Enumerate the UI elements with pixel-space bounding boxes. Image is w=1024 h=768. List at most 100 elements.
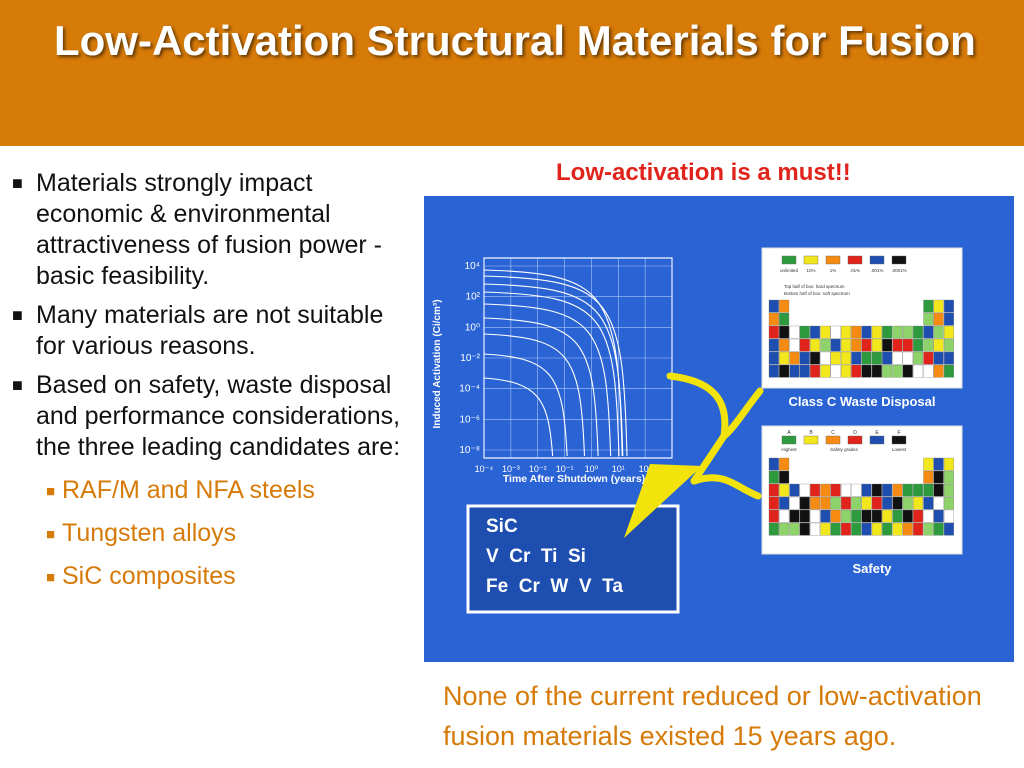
x-tick-label: 10¹ (612, 464, 625, 474)
element-cell (779, 338, 790, 352)
legend-label: A (787, 430, 791, 436)
element-cell (810, 351, 821, 365)
panel-note: Bottom half of box: soft spectrum (784, 291, 850, 296)
legend-label: .001% (871, 268, 884, 273)
element-cell (799, 522, 810, 536)
element-cell (861, 522, 872, 536)
element-cell (933, 496, 944, 510)
element-cell (902, 338, 913, 352)
element-cell (933, 299, 944, 313)
y-tick-label: 10⁻⁸ (459, 445, 480, 456)
legend-swatch (825, 435, 841, 445)
element-cell (943, 299, 954, 313)
x-tick-label: 10⁰ (585, 464, 599, 474)
x-tick-label: 10² (639, 464, 652, 474)
bullet-item: ■ Based on safety, waste disposal and per… (12, 370, 412, 463)
callout-text: Low-activation is a must!! (556, 159, 851, 186)
element-cell (933, 351, 944, 365)
element-cell (830, 351, 841, 365)
x-tick-label: 10⁻² (529, 464, 547, 474)
element-cell (902, 364, 913, 378)
legend-swatch (847, 255, 863, 265)
element-cell (799, 496, 810, 510)
sub-bullet-text: SiC composites (62, 562, 236, 590)
element-cell (892, 496, 903, 510)
element-cell (851, 496, 862, 510)
candidates-frame (466, 504, 680, 614)
sub-bullet-item: ■Tungsten alloys (12, 518, 412, 549)
element-cell (789, 325, 800, 339)
element-cell (768, 470, 779, 484)
element-cell (810, 509, 821, 523)
element-cell (830, 338, 841, 352)
element-cell (789, 351, 800, 365)
legend-label: Lowest (892, 447, 907, 452)
bullet-item: ■Materials strongly impact economic & en… (12, 168, 412, 292)
legend-label: .01% (850, 268, 860, 273)
element-cell (830, 509, 841, 523)
x-axis-label: Time After Shutdown (years) (503, 473, 645, 485)
candidate-line: Fe Cr W V Ta (486, 576, 623, 597)
element-cell (871, 364, 882, 378)
y-tick-label: 10⁻² (460, 353, 480, 364)
element-cell (933, 509, 944, 523)
element-cell (923, 509, 934, 523)
legend-label: unlimited (780, 268, 799, 273)
element-cell (810, 364, 821, 378)
element-cell (892, 483, 903, 497)
element-cell (923, 338, 934, 352)
decay-curve (483, 283, 624, 457)
decay-curve (483, 353, 568, 457)
element-cell (943, 496, 954, 510)
element-cell (871, 509, 882, 523)
element-cell (799, 509, 810, 523)
slide-title: Low-Activation Structural Materials for … (54, 17, 976, 64)
candidates-box: SiC V Cr Ti Si Fe Cr W V Ta (466, 504, 680, 614)
element-cell (882, 351, 893, 365)
element-cell (902, 325, 913, 339)
legend-label: F (897, 430, 900, 436)
bullet-text: Many materials are not suitable for vari… (36, 301, 384, 360)
element-cell (779, 496, 790, 510)
element-cell (830, 364, 841, 378)
element-cell (851, 351, 862, 365)
element-cell (789, 522, 800, 536)
element-cell (799, 364, 810, 378)
sub-bullet-item: ■SiC composites (12, 561, 412, 592)
square-bullet-icon: ■ (12, 375, 23, 395)
element-cell (768, 299, 779, 313)
x-tick-label: 10⁻¹ (556, 464, 574, 474)
legend-label: Safety grades (830, 447, 859, 452)
element-cell (779, 470, 790, 484)
element-cell (779, 522, 790, 536)
element-cell (779, 312, 790, 326)
element-cell (799, 338, 810, 352)
element-cell (830, 325, 841, 339)
x-tick-label: 10⁻³ (502, 464, 520, 474)
element-cell (943, 509, 954, 523)
element-cell (913, 351, 924, 365)
legend-label: D (853, 430, 857, 436)
square-bullet-icon: ■ (46, 483, 56, 500)
legend-label: 10% (806, 268, 815, 273)
element-cell (943, 325, 954, 339)
bullet-text: Based on safety, waste disposal and perf… (36, 371, 401, 461)
element-cell (943, 312, 954, 326)
element-cell (768, 483, 779, 497)
element-cell (768, 351, 779, 365)
arrow-head-icon (624, 464, 702, 538)
legend-swatch (825, 255, 841, 265)
element-cell (820, 325, 831, 339)
element-cell (871, 522, 882, 536)
legend-swatch (891, 435, 907, 445)
element-cell (913, 483, 924, 497)
y-tick-label: 10⁴ (465, 261, 480, 272)
element-cell (810, 496, 821, 510)
legend-label: Highest (781, 447, 797, 452)
element-cell (861, 509, 872, 523)
element-cell (882, 338, 893, 352)
element-cell (861, 364, 872, 378)
element-cell (840, 351, 851, 365)
bullet-item: ■Many materials are not suitable for var… (12, 300, 412, 362)
